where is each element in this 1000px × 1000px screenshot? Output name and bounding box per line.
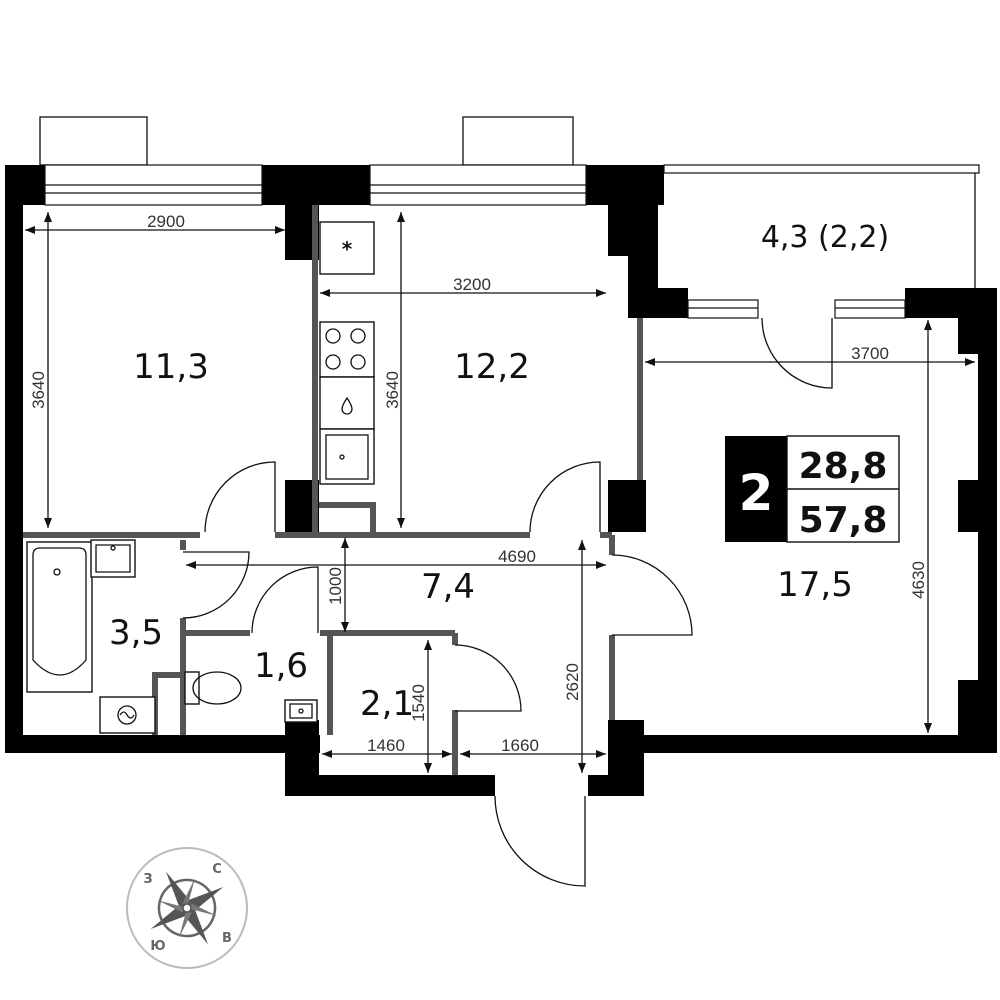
window-sills: [39, 116, 574, 166]
compass: З С Ю В: [126, 847, 248, 969]
dim-kitchen-depth: 3640: [383, 371, 402, 409]
compass-north: С: [212, 862, 222, 877]
dimension-labels: 2900 3640 3200 3640 3700 4630 4690 1000 …: [29, 212, 928, 755]
windows: [44, 164, 980, 319]
room-living-area: 17,5: [777, 565, 853, 605]
partitions: [23, 205, 643, 775]
dim-hall-width: 4690: [498, 547, 536, 566]
room-toilet-area: 1,6: [254, 646, 308, 686]
badge-living-area: 28,8: [799, 446, 888, 487]
compass-south: Ю: [150, 939, 165, 954]
dim-living-width: 3700: [851, 344, 889, 363]
badge-rooms-count: 2: [739, 464, 774, 522]
badge-total-area: 57,8: [799, 500, 888, 541]
compass-rose-icon: [150, 871, 224, 945]
dim-bedroom-width: 2900: [147, 212, 185, 231]
room-labels: 11,3 12,2 4,3 (2,2) 17,5 7,4 3,5 1,6 2,1: [109, 220, 889, 724]
room-storage-area: 2,1: [360, 684, 414, 724]
dim-storage-width: 1460: [367, 736, 405, 755]
dim-bedroom-depth: 3640: [29, 371, 48, 409]
room-balcony-area: 4,3 (2,2): [761, 220, 889, 255]
dim-hall-depth: 1000: [326, 567, 345, 605]
exterior-walls: [5, 165, 997, 796]
dimension-lines: [25, 212, 975, 773]
compass-east: В: [222, 931, 232, 946]
svg-text:*: *: [342, 237, 353, 261]
bath-fixtures: [26, 539, 156, 734]
room-hall-area: 7,4: [421, 567, 475, 607]
area-badge: 2 28,8 57,8: [725, 435, 900, 543]
kitchen-fixtures: *: [319, 221, 375, 485]
room-bedroom-area: 11,3: [133, 347, 209, 387]
dim-entry-width: 1660: [501, 736, 539, 755]
dim-storage-depth: 1540: [409, 684, 428, 722]
toilet-fixtures: [184, 671, 318, 723]
compass-west: З: [143, 872, 152, 887]
room-kitchen-area: 12,2: [454, 347, 530, 387]
room-bathroom-area: 3,5: [109, 613, 163, 653]
dim-kitchen-width: 3200: [453, 275, 491, 294]
dim-entry-depth: 2620: [563, 663, 582, 701]
doors: [182, 317, 833, 887]
dim-living-depth: 4630: [909, 561, 928, 599]
